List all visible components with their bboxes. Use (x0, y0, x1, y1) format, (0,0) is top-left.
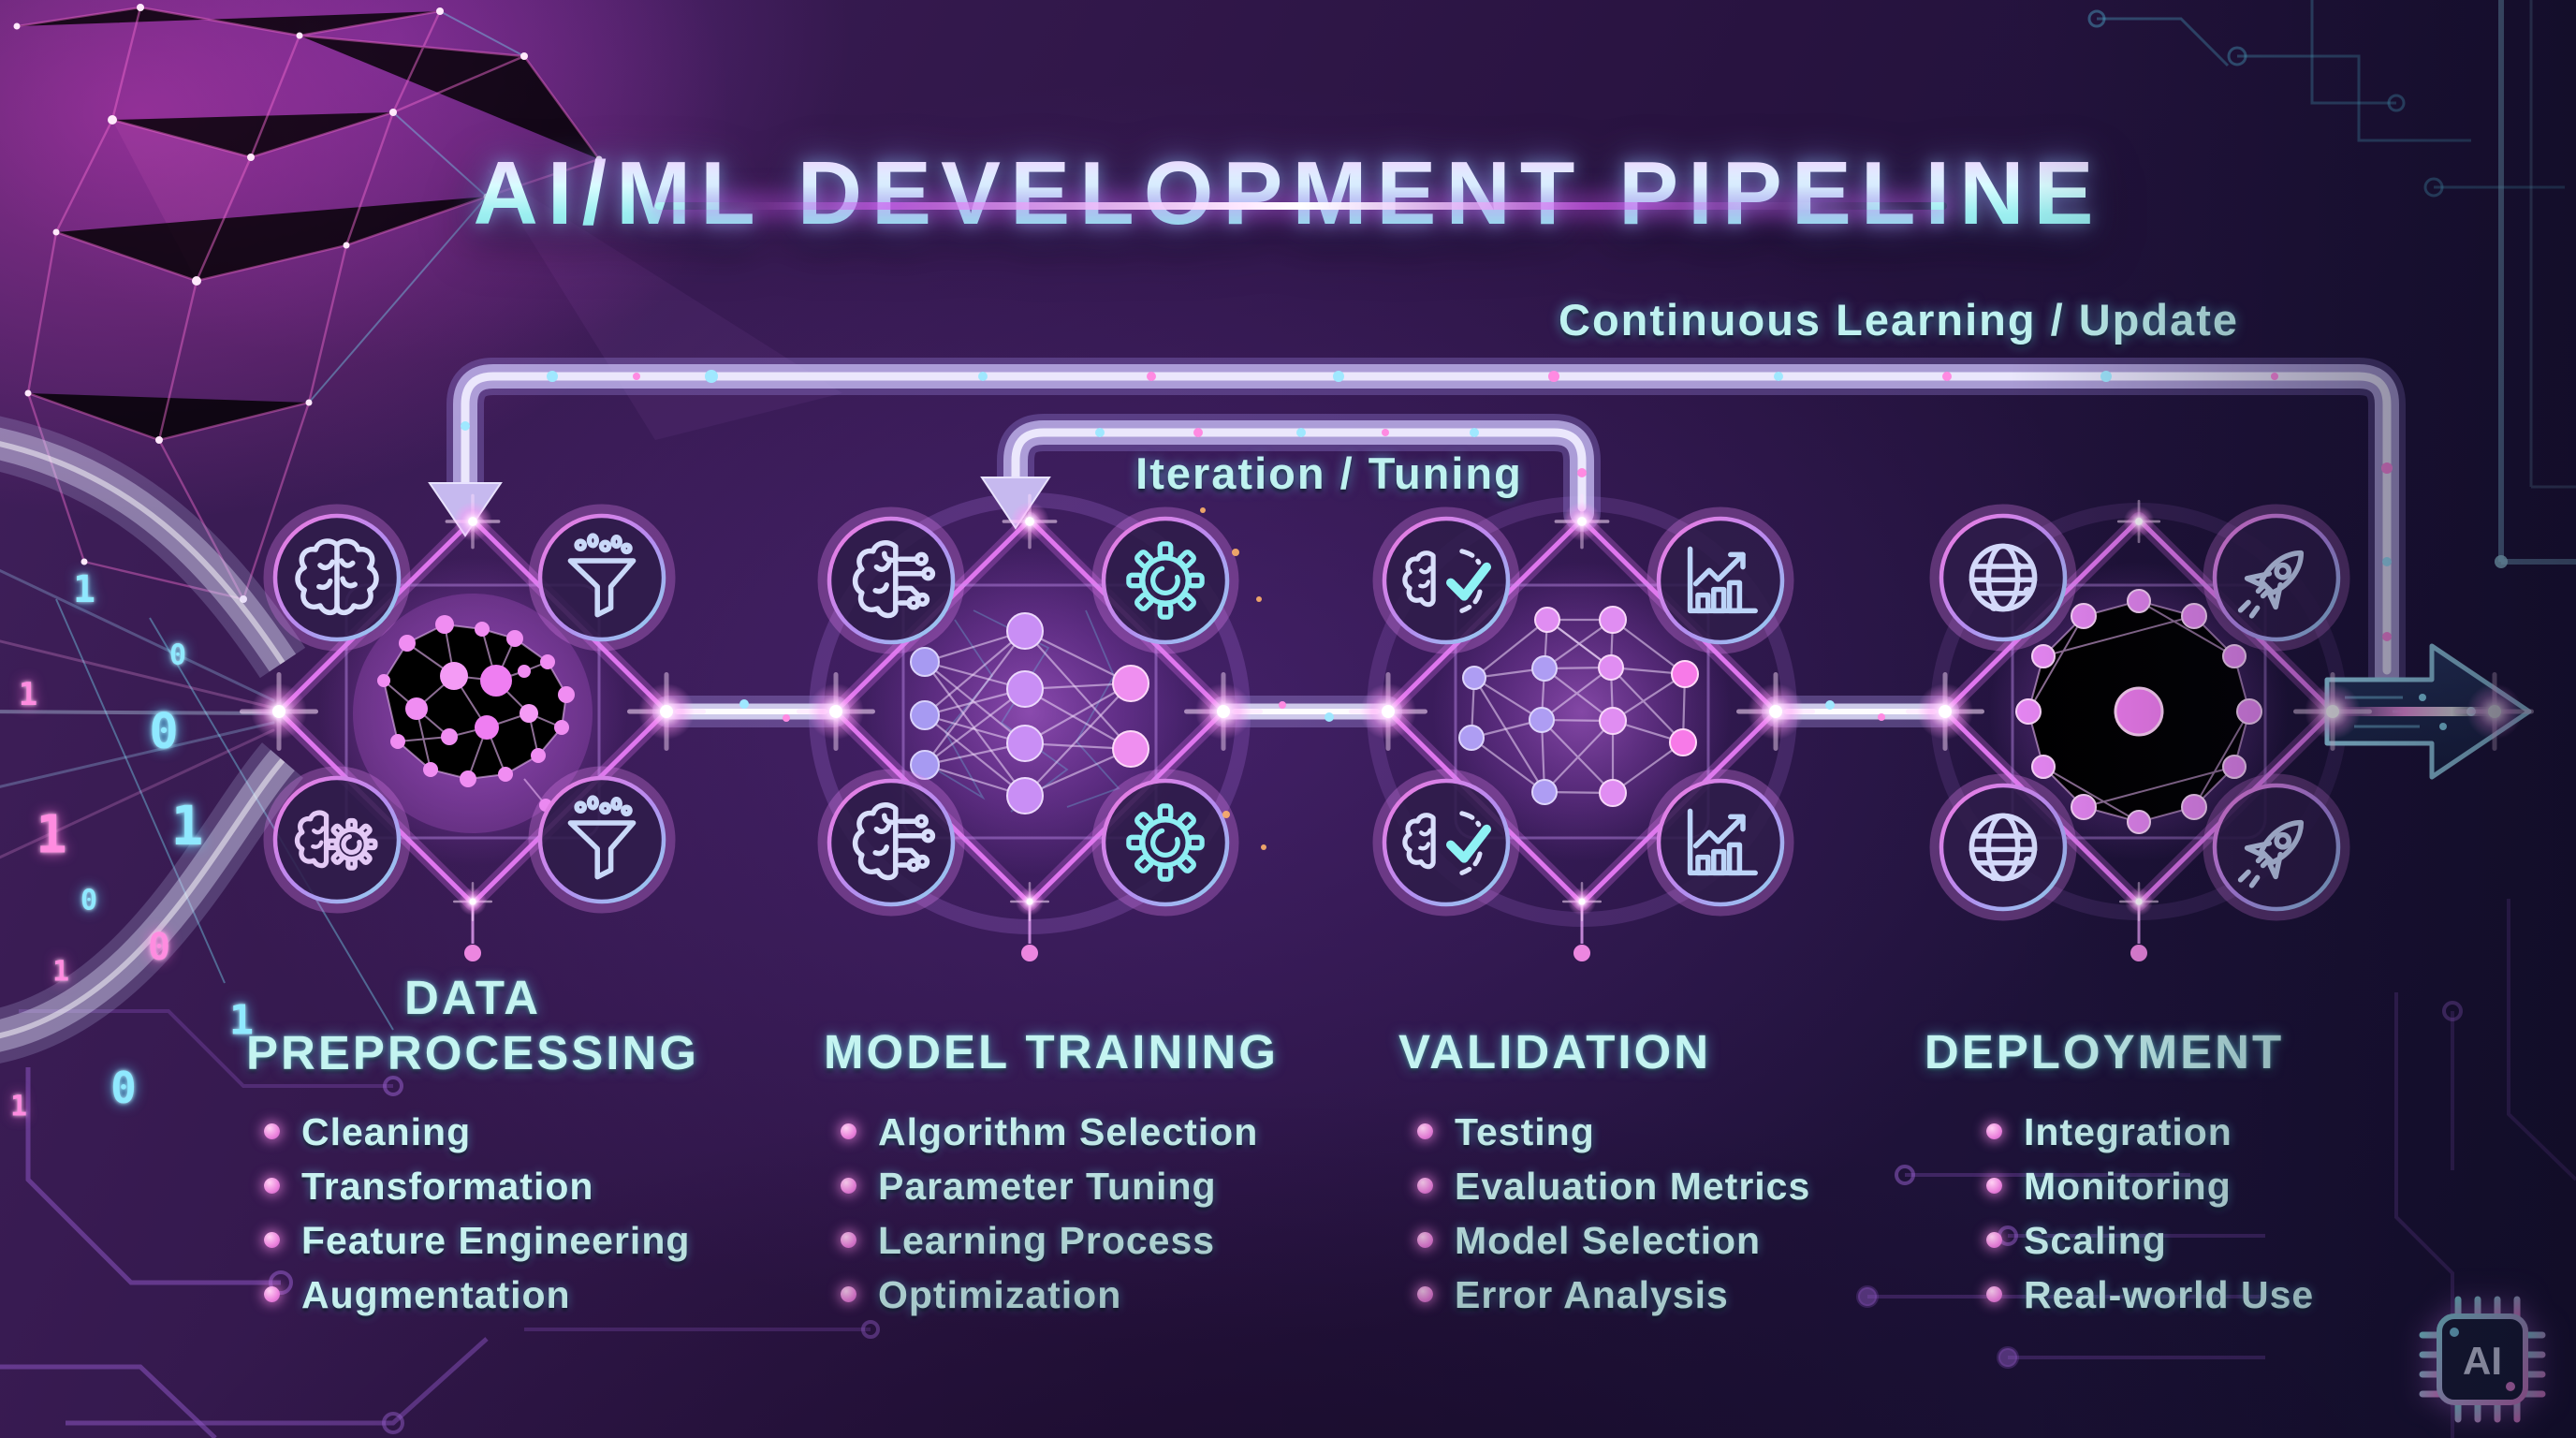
binary-digit: 1 (170, 794, 204, 858)
pipe-particles (461, 370, 2392, 566)
list-item: Error Analysis (1417, 1273, 1810, 1317)
iteration-tuning-label: Iteration / Tuning (1135, 448, 1523, 498)
binary-digit: 1 (228, 996, 255, 1045)
title-glow-divider (655, 202, 1947, 210)
stage-title-validation: VALIDATION (1398, 1025, 1712, 1078)
binary-digit: 1 (9, 1090, 28, 1123)
binary-digit: 0 (168, 638, 187, 672)
continuous-learning-label: Continuous Learning / Update (1559, 295, 2240, 345)
feedback-loop-continuous (428, 358, 2406, 695)
input-data-stream (0, 416, 306, 1064)
stage-title-model-training: MODEL TRAINING (824, 1025, 1279, 1078)
ai-chip-badge: AI (2419, 1296, 2546, 1423)
list-item: Integration (1986, 1110, 2314, 1154)
output-arrow (2324, 643, 2534, 780)
binary-digit: 0 (147, 926, 171, 969)
list-item: Real-world Use (1986, 1273, 2314, 1317)
page-title: AI/ML DEVELOPMENT PIPELINE (473, 143, 2103, 244)
list-item: Optimization (841, 1273, 1258, 1317)
binary-digit: 0 (110, 1063, 137, 1113)
binary-digit: 0 (149, 704, 179, 760)
stage2-satellites (824, 507, 1266, 910)
stage-title-data-preprocessing: DATA PREPROCESSING (246, 971, 699, 1080)
validation-graph-motif (1458, 606, 1699, 807)
binary-digit: 1 (36, 804, 67, 866)
stage-list-data-preprocessing: Cleaning Transformation Feature Engineer… (264, 1110, 690, 1328)
neural-network-motif (910, 609, 1149, 814)
list-item: Learning Process (841, 1219, 1258, 1263)
list-item: Augmentation (264, 1273, 690, 1317)
amber-sparkles (1200, 507, 1266, 850)
binary-digit: 1 (51, 955, 70, 989)
chip-label: AI (2463, 1339, 2502, 1383)
stage-title-deployment: DEPLOYMENT (1924, 1025, 2285, 1078)
list-item: Evaluation Metrics (1417, 1165, 1810, 1209)
list-item: Transformation (264, 1165, 690, 1209)
list-item: Testing (1417, 1110, 1810, 1154)
deployment-hub-motif (2015, 589, 2262, 834)
feedback-loop-iteration (980, 414, 1601, 532)
list-item: Model Selection (1417, 1219, 1810, 1263)
list-item: Scaling (1986, 1219, 2314, 1263)
stage-list-deployment: Integration Monitoring Scaling Real-worl… (1986, 1110, 2314, 1328)
list-item: Algorithm Selection (841, 1110, 1258, 1154)
list-item: Cleaning (264, 1110, 690, 1154)
binary-digit: 1 (18, 676, 38, 713)
stage-list-model-training: Algorithm Selection Parameter Tuning Lea… (841, 1110, 1258, 1328)
list-item: Monitoring (1986, 1165, 2314, 1209)
list-item: Feature Engineering (264, 1219, 690, 1263)
binary-digit: 1 (72, 568, 96, 611)
binary-digit: 0 (80, 884, 98, 917)
list-item: Parameter Tuning (841, 1165, 1258, 1209)
stage-list-validation: Testing Evaluation Metrics Model Selecti… (1417, 1110, 1810, 1328)
